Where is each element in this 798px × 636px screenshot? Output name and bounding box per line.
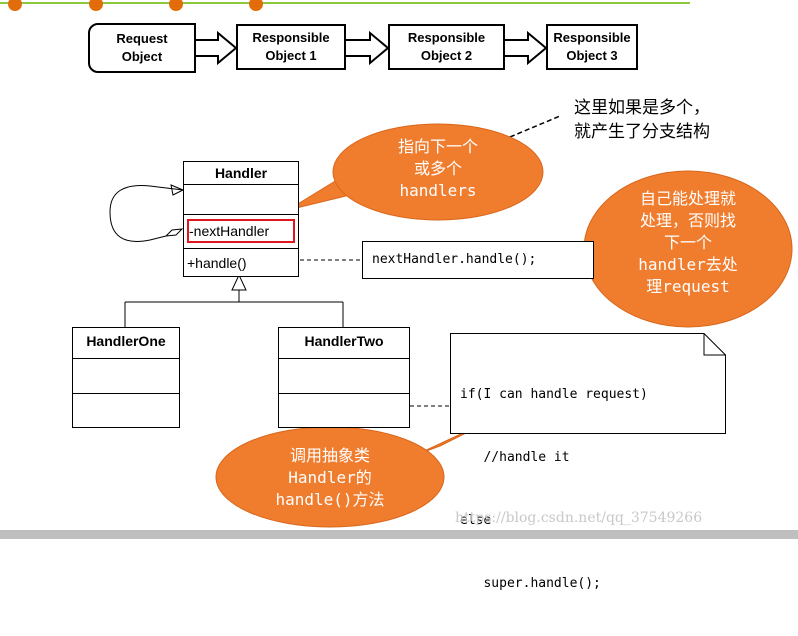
impl-note-frame xyxy=(450,333,726,434)
next-call-text: nextHandler.handle(); xyxy=(372,252,537,267)
flow-box-responsible-1: Responsible Object 1 xyxy=(236,24,346,70)
handler-class-name: Handler xyxy=(214,165,268,181)
flow-arrow xyxy=(344,30,390,66)
flow-arrow xyxy=(503,30,548,66)
handler-one-section xyxy=(73,393,179,427)
handler-empty-section xyxy=(184,184,298,214)
impl-line: //handle it xyxy=(460,450,570,465)
handler-two-section xyxy=(279,393,409,427)
branch-comment: 这里如果是多个， 就产生了分支结构 xyxy=(574,98,710,142)
header-dot xyxy=(169,0,183,11)
handler-field-section: -nextHandler xyxy=(184,214,298,248)
impl-line: else xyxy=(460,513,492,528)
header-dot xyxy=(89,0,103,11)
next-handler-field: -nextHandler xyxy=(187,219,295,243)
header-dot xyxy=(249,0,263,11)
handler-one-class: HandlerOne xyxy=(72,327,180,428)
callout-next-handlers xyxy=(287,123,544,221)
callout-handle-or-pass-text: 自己能处理就 处理，否则找 下一个 handler去处 理request xyxy=(638,189,738,296)
flow-arrow xyxy=(192,30,238,66)
flow-box-request: Request Object xyxy=(88,23,196,73)
impl-note: if(I can handle request) //handle it els… xyxy=(450,333,726,591)
flow-box-responsible-2: Responsible Object 2 xyxy=(388,24,505,70)
handler-one-class-name: HandlerOne xyxy=(86,333,166,349)
handler-two-class-name: HandlerTwo xyxy=(304,333,384,349)
bottom-bar xyxy=(0,530,798,539)
association-arrowhead xyxy=(170,184,185,196)
next-call-note: nextHandler.handle(); xyxy=(362,241,594,279)
impl-line: if(I can handle request) xyxy=(460,387,648,402)
handler-method: +handle() xyxy=(184,248,298,278)
impl-line: super.handle(); xyxy=(460,576,601,591)
comment-connector xyxy=(509,115,561,138)
handler-one-section xyxy=(73,358,179,393)
handler-two-class: HandlerTwo xyxy=(278,327,410,428)
callout-call-super-text: 调用抽象类 Handler的 handle()方法 xyxy=(275,446,385,509)
handler-class: Handler -nextHandler +handle() xyxy=(183,161,299,277)
flow-arrows xyxy=(192,30,548,66)
handler-two-section xyxy=(279,358,409,393)
watermark: https://blog.csdn.net/qq_37549266 xyxy=(455,510,703,526)
header-dot xyxy=(8,0,22,11)
flow-box-responsible-3: Responsible Object 3 xyxy=(546,24,638,70)
self-association-line xyxy=(109,185,184,242)
callout-next-handlers-text: 指向下一个 或多个 handlers xyxy=(397,137,478,200)
aggregation-diamond xyxy=(164,228,184,237)
